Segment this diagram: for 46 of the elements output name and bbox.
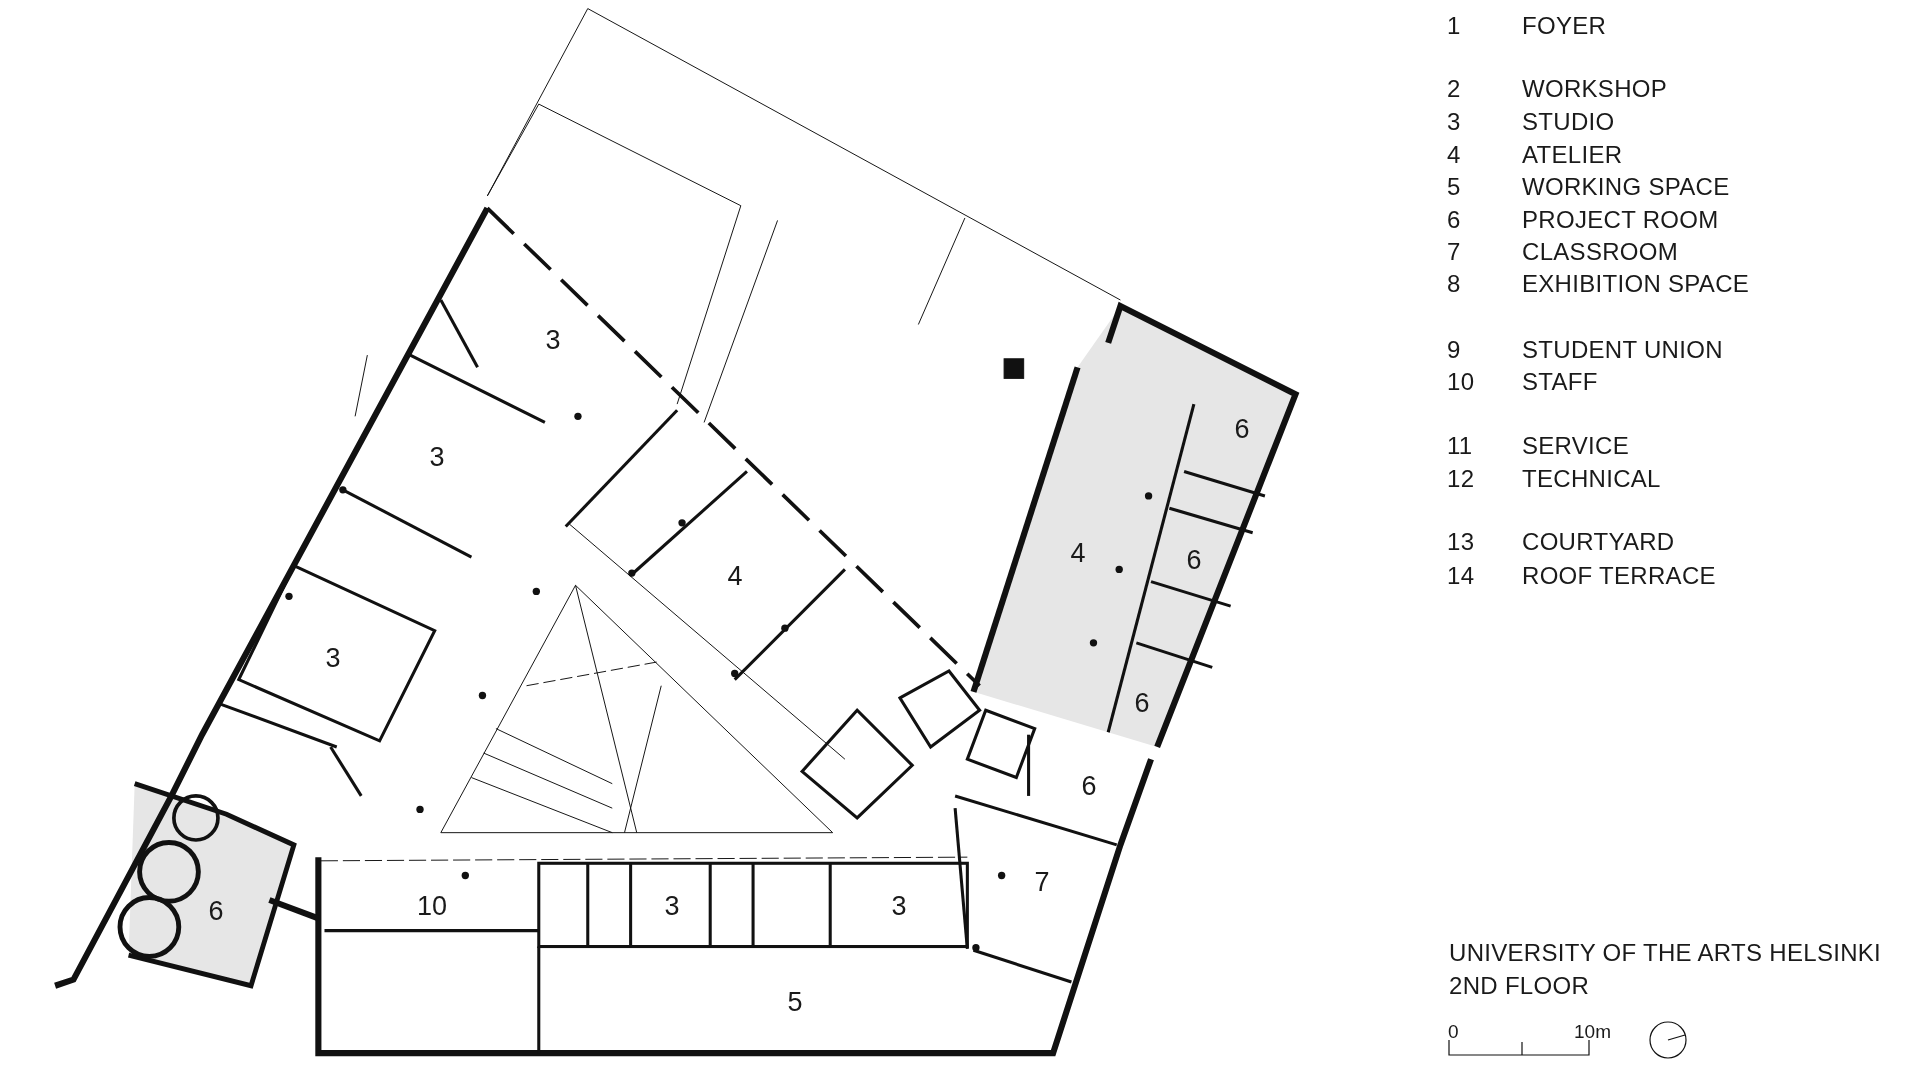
key-number: 1: [1447, 14, 1461, 38]
key-number: 12: [1447, 467, 1475, 491]
room-number: 3: [429, 443, 445, 471]
key-number: 6: [1447, 208, 1461, 232]
room-number: 4: [1070, 539, 1086, 567]
room-number: 5: [787, 988, 803, 1016]
key-number: 10: [1447, 370, 1475, 394]
key-number: 8: [1447, 272, 1461, 296]
room-type-name: COURTYARD: [1522, 530, 1675, 554]
key-number: 11: [1447, 434, 1473, 458]
room-number: 6: [1186, 546, 1202, 574]
room-number: 6: [1134, 689, 1150, 717]
room-number: 4: [727, 562, 743, 590]
key-number: 4: [1447, 143, 1461, 167]
key-number: 2: [1447, 77, 1461, 101]
room-type-name: STAFF: [1522, 370, 1598, 394]
plan-title: UNIVERSITY OF THE ARTS HELSINKI 2ND FLOOR: [1449, 938, 1883, 1001]
room-type-name: WORKSHOP: [1522, 77, 1668, 101]
room-type-name: ATELIER: [1522, 143, 1623, 167]
room-number: 6: [208, 897, 224, 925]
room-type-name: WORKING SPACE: [1522, 175, 1730, 199]
room-type-name: FOYER: [1522, 14, 1607, 38]
key-number: 7: [1447, 240, 1461, 264]
room-number: 7: [1034, 868, 1050, 896]
room-number: 3: [664, 892, 680, 920]
room-number: 3: [545, 326, 561, 354]
room-number: 6: [1081, 772, 1097, 800]
room-type-name: ROOF TERRACE: [1522, 564, 1716, 588]
room-type-name: CLASSROOM: [1522, 240, 1679, 264]
key-number: 5: [1447, 175, 1461, 199]
key-number: 13: [1447, 530, 1475, 554]
room-number: 3: [891, 892, 907, 920]
key-number: 14: [1447, 564, 1475, 588]
scale-label: 10m: [1574, 1022, 1611, 1041]
scale-label: 0: [1448, 1022, 1459, 1041]
room-type-name: STUDIO: [1522, 110, 1615, 134]
room-type-name: TECHNICAL: [1522, 467, 1661, 491]
room-number: 10: [417, 892, 447, 920]
room-type-name: PROJECT ROOM: [1522, 208, 1719, 232]
room-type-name: EXHIBITION SPACE: [1522, 272, 1750, 296]
room-number: 6: [1234, 415, 1250, 443]
room-number: 3: [325, 644, 341, 672]
room-type-name: STUDENT UNION: [1522, 338, 1723, 362]
key-number: 9: [1447, 338, 1461, 362]
room-type-name: SERVICE: [1522, 434, 1630, 458]
key-number: 3: [1447, 110, 1461, 134]
